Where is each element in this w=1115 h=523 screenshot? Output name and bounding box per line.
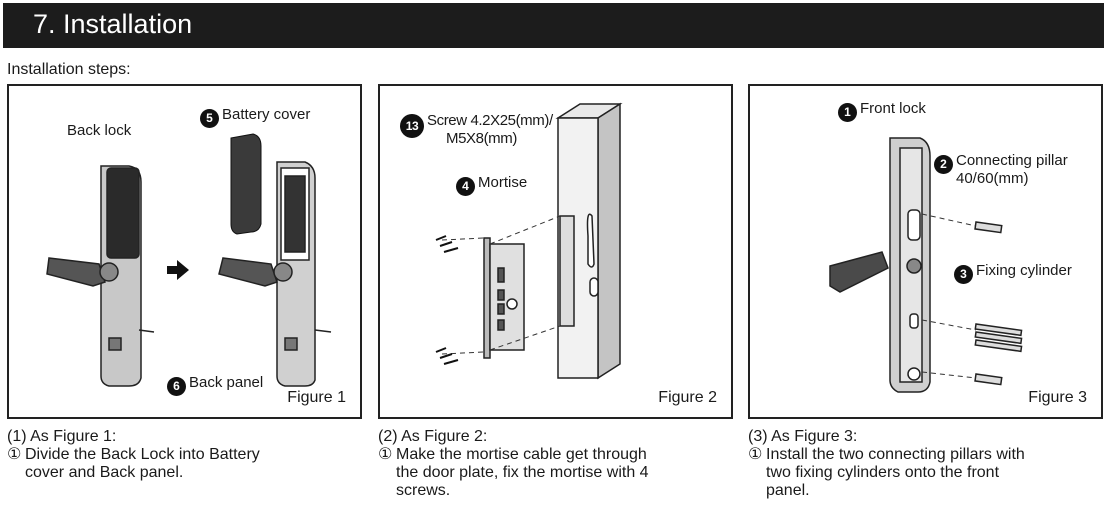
step-line: Make the mortise cable get through xyxy=(396,446,647,463)
figure-1-illustration xyxy=(46,133,332,387)
figure-caption: Figure 1 xyxy=(287,389,346,406)
section-title: 7. Installation xyxy=(33,9,193,39)
section-header: 7. Installation xyxy=(3,3,1104,48)
step-line: Install the two connecting pillars with xyxy=(766,446,1025,463)
step-line: panel. xyxy=(766,482,810,499)
number-badge: 6 xyxy=(167,377,186,396)
step-line: screws. xyxy=(396,482,451,499)
number-badge: 4 xyxy=(456,177,475,196)
figure-caption: Figure 2 xyxy=(658,389,717,406)
arrow-icon xyxy=(167,260,189,280)
step-line: the door plate, fix the mortise with 4 xyxy=(396,464,649,481)
step-line: cover and Back panel. xyxy=(25,464,184,481)
step-title: (2) As Figure 2: xyxy=(378,428,488,445)
number-badge: 2 xyxy=(934,155,953,174)
figure-3-illustration xyxy=(829,137,1023,393)
step-marker: ① xyxy=(748,446,763,463)
step-marker: ① xyxy=(378,446,393,463)
back-lock-label: Back lock xyxy=(67,122,132,139)
step-title: (1) As Figure 1: xyxy=(7,428,117,445)
number-badge: 1 xyxy=(838,103,857,122)
figure-caption: Figure 3 xyxy=(1028,389,1087,406)
step-line: Divide the Back Lock into Battery xyxy=(25,446,260,463)
step-title: (3) As Figure 3: xyxy=(748,428,858,445)
number-badge: 13 xyxy=(400,114,424,138)
step-line: two fixing cylinders onto the front xyxy=(766,464,1000,481)
figure-2-illustration xyxy=(435,102,623,380)
number-badge: 3 xyxy=(954,265,973,284)
connecting-pillar-label-line2: 40/60(mm) xyxy=(956,170,1029,187)
step-marker: ① xyxy=(7,446,22,463)
steps-label: Installation steps: xyxy=(7,61,131,78)
screw-label-line2: M5X8(mm) xyxy=(446,130,517,147)
number-badge: 5 xyxy=(200,109,219,128)
